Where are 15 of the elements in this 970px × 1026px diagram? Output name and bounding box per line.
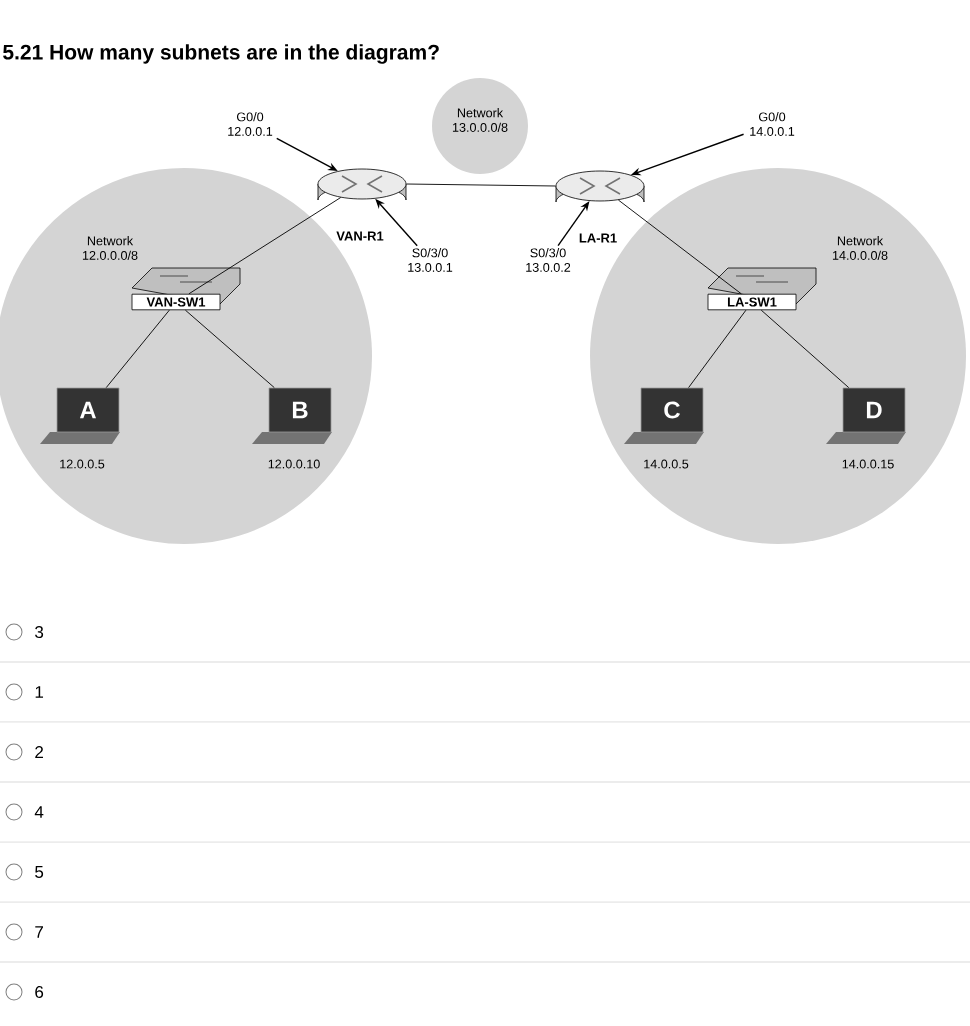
cable [184,309,275,389]
cable [617,199,742,295]
cable [188,197,342,295]
cable [760,309,850,389]
answer-option: 4 [34,806,44,818]
answer-option: 6 [35,986,44,998]
cable [105,309,170,389]
answer-option: 7 [35,926,43,938]
cable [405,183,557,187]
answer-option: 1 [35,686,44,698]
answer-option: 2 [35,746,43,758]
answer-option: 3 [35,626,44,638]
cable [688,309,747,389]
title: 5.21 How many subnets are in the diagram? [3,44,439,64]
answer-option: 5 [35,866,44,878]
